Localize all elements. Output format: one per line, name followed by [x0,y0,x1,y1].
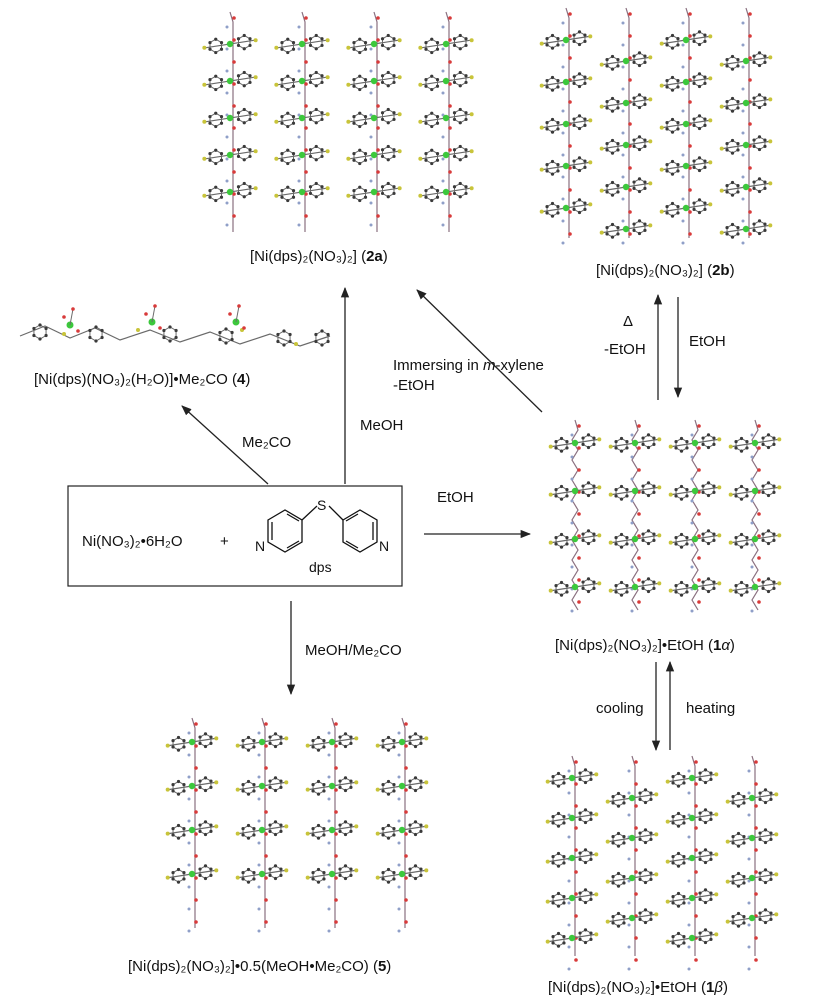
compound-1beta-label: [Ni(dps)₂(NO₃)₂]•EtOH (1β) [548,979,728,996]
structure-2b-image [539,7,773,245]
compound-4-label: [Ni(dps)(NO₃)₂(H₂O)]•Me₂CO (4) [34,371,250,388]
condition-me2co: Me₂CO [242,434,291,451]
structure-5-image [165,717,429,933]
condition-etoh-2b: EtOH [689,333,726,350]
condition-meoh: MeOH [360,417,403,434]
dps-structure [267,505,378,553]
condition-immersing-xylene: Immersing in m-xylene [393,357,544,374]
condition-etoh: EtOH [437,489,474,506]
compound-2a-label: [Ni(dps)₂(NO₃)₂] (2a) [250,248,388,265]
dps-name-label: dps [309,559,332,575]
reactant-box [67,485,403,587]
condition-heating: heating [686,700,735,717]
nickel-nitrate-label: Ni(NO₃)₂•6H₂O [82,533,183,550]
structure-2a-image [202,11,474,232]
dps-sulfur-atom: S [317,497,326,513]
compound-1alpha-label: [Ni(dps)₂(NO₃)₂]•EtOH (1α) [555,637,735,654]
arrow-immersing-to-2a [416,289,543,413]
dps-right-nitrogen: N [379,538,389,554]
condition-cooling: cooling [596,700,644,717]
condition-meoh-me2co: MeOH/Me₂CO [305,642,402,659]
compound-2b-label: [Ni(dps)₂(NO₃)₂] (2b) [596,262,735,279]
plus-sign: + [220,533,229,550]
condition-minus-etoh: -EtOH [393,377,435,394]
structure-1alpha-image [548,419,782,613]
structure-1beta-image [545,755,779,971]
condition-minus-etoh-2: -EtOH [604,341,646,358]
dps-left-nitrogen: N [255,538,265,554]
condition-delta: Δ [623,313,633,330]
arrow-me2co-to-4 [181,405,269,485]
compound-5-label: [Ni(dps)₂(NO₃)₂]•0.5(MeOH•Me₂CO) (5) [128,958,391,975]
structure-4-chain-image [19,304,331,347]
